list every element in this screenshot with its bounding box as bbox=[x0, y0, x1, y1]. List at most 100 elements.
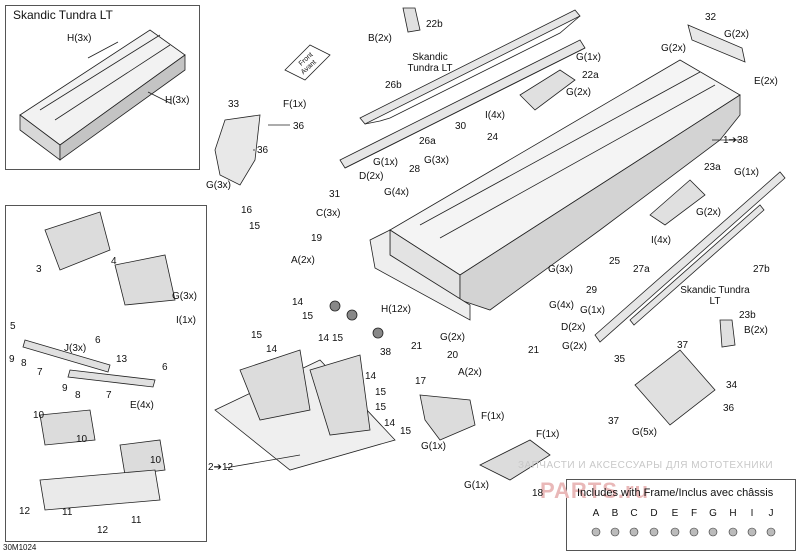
label-g4x-a: G(4x) bbox=[384, 187, 409, 198]
rail-27b bbox=[594, 171, 786, 343]
legend-letter-c: C bbox=[630, 508, 638, 519]
label-21a: 21 bbox=[411, 341, 423, 352]
label-34: 34 bbox=[726, 380, 738, 391]
legend-letter-a: A bbox=[592, 508, 600, 519]
legend-title: Includes with Frame/Inclus avec châssis bbox=[577, 487, 774, 499]
label-9b: 9 bbox=[62, 383, 68, 394]
legend-letter-g: G bbox=[709, 508, 717, 519]
label-28: 28 bbox=[409, 164, 421, 175]
label-22b: 22b bbox=[426, 19, 443, 30]
label-36a: 36 bbox=[293, 121, 305, 132]
label-g3x-mid: G(3x) bbox=[424, 155, 449, 166]
label-8b: 8 bbox=[75, 390, 81, 401]
label-14e: 14 bbox=[384, 418, 396, 429]
label-12a: 12 bbox=[19, 506, 31, 517]
rail-26a bbox=[339, 39, 586, 169]
label-21b: 21 bbox=[528, 345, 540, 356]
label-18: 18 bbox=[532, 488, 544, 499]
label-22a: 22a bbox=[582, 70, 599, 81]
label-32: 32 bbox=[705, 12, 717, 23]
doc-code: 30M1024 bbox=[3, 543, 37, 552]
legend-letter-f: F bbox=[690, 508, 698, 519]
legend-letter-i: I bbox=[750, 508, 754, 519]
label-g1x-18: G(1x) bbox=[464, 480, 489, 491]
label-g2x-21: G(2x) bbox=[440, 332, 465, 343]
label-23a: 23a bbox=[704, 162, 721, 173]
label-17: 17 bbox=[415, 376, 427, 387]
label-6a: 6 bbox=[95, 335, 101, 346]
legend-letter-j: J bbox=[768, 508, 774, 519]
label-a2x-20: A(2x) bbox=[458, 367, 482, 378]
label-12b: 12 bbox=[97, 525, 109, 536]
legend-hardware-icons bbox=[591, 527, 776, 537]
label-g1x-d: G(1x) bbox=[580, 305, 605, 316]
label-skandic-top: Skandic Tundra LT bbox=[407, 52, 453, 74]
label-g3x-r: G(3x) bbox=[548, 264, 573, 275]
label-g1x-17: G(1x) bbox=[421, 441, 446, 452]
label-f1x-17: F(1x) bbox=[481, 411, 505, 422]
label-h12x: H(12x) bbox=[381, 304, 412, 315]
label-10a: 10 bbox=[33, 410, 45, 421]
part-22a bbox=[519, 69, 576, 111]
label-11a: 11 bbox=[62, 507, 73, 518]
label-30: 30 bbox=[455, 121, 467, 132]
label-19: 19 bbox=[311, 233, 323, 244]
label-g1x-right: G(1x) bbox=[734, 167, 759, 178]
label-24: 24 bbox=[487, 132, 499, 143]
label-6b: 6 bbox=[162, 362, 168, 373]
label-i1x: I(1x) bbox=[176, 315, 196, 326]
legend-letter-h: H bbox=[729, 508, 737, 519]
watermark: ЗАПЧАСТИ И АКСЕССУАРЫ ДЛЯ МОТОТЕХНИКИ bbox=[518, 460, 774, 471]
part-7-rail bbox=[22, 339, 111, 373]
label-10c: 10 bbox=[150, 455, 162, 466]
label-e2x-tr: E(2x) bbox=[754, 76, 778, 87]
part-17 bbox=[419, 394, 476, 441]
label-i4x-b: I(4x) bbox=[651, 235, 671, 246]
legend-box bbox=[566, 479, 796, 551]
front-arrow-shape bbox=[284, 44, 331, 81]
label-14d: 14 bbox=[365, 371, 377, 382]
label-skandic-right: Skandic Tundra LT bbox=[680, 285, 750, 307]
label-h3x-b: H(3x) bbox=[165, 95, 190, 106]
label-3: 3 bbox=[36, 264, 42, 275]
label-38: 38 bbox=[380, 347, 392, 358]
label-27b: 27b bbox=[753, 264, 770, 275]
label-g5x: G(5x) bbox=[632, 427, 657, 438]
label-14b: 14 bbox=[266, 344, 278, 355]
legend-letter-b: B bbox=[611, 508, 619, 519]
main-tunnel bbox=[369, 59, 741, 321]
label-15c: 15 bbox=[332, 333, 344, 344]
label-g2x-22a: G(2x) bbox=[566, 87, 591, 98]
label-36c: 36 bbox=[723, 403, 735, 414]
label-d2x-r: D(2x) bbox=[561, 322, 586, 333]
label-11b: 11 bbox=[131, 515, 142, 526]
label-g1x-top: G(1x) bbox=[576, 52, 601, 63]
lower-frame bbox=[214, 349, 396, 471]
label-i4x-a: I(4x) bbox=[485, 110, 505, 121]
label-1-38: 1➔38 bbox=[723, 135, 749, 146]
legend-letter-e: E bbox=[671, 508, 679, 519]
label-j3x: J(3x) bbox=[64, 343, 87, 354]
label-16: 16 bbox=[241, 205, 253, 216]
label-e4x: E(4x) bbox=[130, 400, 154, 411]
label-37a: 37 bbox=[677, 340, 689, 351]
label-15b: 15 bbox=[251, 330, 263, 341]
part-11-12-frame bbox=[39, 469, 161, 511]
part-22b bbox=[402, 7, 421, 33]
label-f1x-18: F(1x) bbox=[536, 429, 560, 440]
label-25: 25 bbox=[609, 256, 621, 267]
part-10a bbox=[39, 409, 96, 446]
part-34 bbox=[634, 349, 716, 426]
label-g2x-tr1: G(2x) bbox=[661, 43, 686, 54]
label-7a: 7 bbox=[37, 367, 43, 378]
label-4: 4 bbox=[111, 256, 117, 267]
label-23b: 23b bbox=[739, 310, 756, 321]
label-c3x: C(3x) bbox=[316, 208, 341, 219]
label-13: 13 bbox=[116, 354, 128, 365]
label-36b: 36 bbox=[257, 145, 269, 156]
label-g4x-b: G(4x) bbox=[549, 300, 574, 311]
frame-3 bbox=[44, 211, 111, 271]
label-g1x-26a: G(1x) bbox=[373, 157, 398, 168]
label-g3x-33: G(3x) bbox=[206, 180, 231, 191]
label-9a: 9 bbox=[9, 354, 15, 365]
